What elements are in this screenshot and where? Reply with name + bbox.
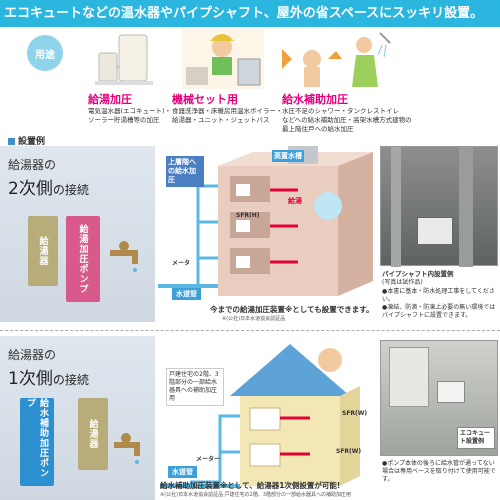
panel2-caption: 給水補助加圧装置※として、給湯器1次側設置が可能! [160, 481, 341, 490]
use-title-1: 給湯加圧 [88, 93, 132, 106]
panel1-line2: 2次側の接続 [8, 174, 89, 199]
panel1-hot-tag: 給湯 [288, 197, 302, 205]
panel1-caption: 今までの給湯加圧装置※としても設置できます。 [210, 305, 374, 314]
panel1-roof-tag: 上層階への給水加圧 [166, 156, 204, 187]
photo1-note1: ●本書に基本・防水処理工事をしてください。 [382, 288, 495, 303]
panel2-faucet-icon [114, 433, 140, 464]
panel2-pump-box: 給水補助加圧ポンプ [20, 398, 54, 486]
ecocute-photo: エコキュート設置例 [380, 340, 498, 456]
panel2-unit-b-tag: SFR(W) [336, 448, 362, 455]
apartment-diagram [158, 146, 373, 296]
photo2-label: エコキュート設置例 [457, 427, 495, 449]
usage-section: 用途 給湯加圧 電気温水器(エコキュート)・ ソーラー貯湯槽等の加圧 機械セット… [0, 27, 500, 133]
photo1-note2: ●凍結、防滴・防凍上必要の無い環境ではパイプシャフトに設置できます。 [382, 304, 496, 319]
panel1-line2-main: 2次側 [8, 179, 53, 199]
panel1-water-tag: 水道管 [172, 288, 201, 300]
water-heater-icon [389, 347, 429, 407]
panel2-note-tag: 戸建住宅の2階、3階部分の一部給水器具への補助加圧用 [166, 368, 224, 406]
use-desc-1b: ソーラー貯湯槽等の加圧 [88, 116, 160, 124]
pump-unit-icon [417, 217, 453, 245]
usage-tag: 用途 [27, 35, 63, 71]
panel2-line3: の接続 [52, 373, 89, 387]
panel2-footnote: ※(公社)日本水道協会認証品 戸建住宅の2階、3階部分の一部給水器具への補助加圧… [160, 492, 352, 498]
section-label: 設置例 [8, 134, 45, 147]
panel1-line3: の接続 [52, 183, 89, 197]
pipe-shaft-photo [380, 146, 498, 267]
use-desc-3a: 水圧不足のシャワー・タンクレストイレ [282, 107, 399, 115]
page-header: エコキュートなどの温水器やパイプシャフト、屋外の省スペースにスッキリ設置。 [0, 0, 500, 27]
kitchen-illustration [182, 29, 264, 89]
use-desc-3b: などへの給水補助加圧・高架水槽方式建物の [282, 116, 412, 124]
panel-secondary-connection: 給湯器の 2次側の接続 給湯器 給湯加圧ポンプ [0, 146, 155, 322]
use-title-3: 給水補助加圧 [282, 93, 348, 106]
use-desc-2a: 食器洗浄器・床暖房用温水ボイラー・ [172, 107, 283, 115]
panel2-heater-box: 給湯器 [78, 398, 108, 470]
photo1-sub: (写真は試作品) [382, 279, 423, 286]
pipe-icon [459, 147, 473, 267]
water-heater-illustration [95, 33, 153, 87]
panel1-line1: 給湯器の [8, 158, 57, 172]
square-icon [8, 138, 15, 145]
panel1-footnote: ※(公社)日本水道協会認証品 [222, 316, 286, 322]
panel1-meter-tag: メータ [172, 260, 191, 267]
section-label-text: 設置例 [18, 137, 46, 147]
shower-illustration [282, 29, 392, 89]
use-desc-2b: 給湯器・ユニット・ジェットバス [172, 116, 270, 124]
panel2-water-tag: 水道管 [168, 466, 197, 478]
pipe-icon [391, 147, 401, 267]
panel2-meter-tag: メーター [196, 456, 221, 463]
panel2-line2: 1次側の接続 [8, 364, 89, 389]
panel1-tank-tag: 高置水槽 [272, 150, 304, 162]
panel1-pump-box: 給湯加圧ポンプ [66, 216, 100, 302]
panel2-line2-main: 1次側 [8, 369, 53, 389]
panel1-heater-box: 給湯器 [28, 216, 58, 286]
use-title-2: 機械セット用 [172, 93, 238, 106]
use-desc-1a: 電気温水器(エコキュート)・ [88, 107, 172, 115]
panel2-unit-a-tag: SFR(W) [342, 410, 368, 417]
photo2-note: ●ポンプ本体の後ろに給水管が通ってない場合は専用ベースを取り付けて使用可能です。 [382, 460, 496, 483]
panel-primary-connection: 給湯器の 1次側の接続 給水補助加圧ポンプ 給湯器 [0, 336, 155, 500]
photo1-caption: パイプシャフト内設置例 [382, 270, 454, 278]
panel1-unit-tag: SFR(H) [236, 212, 260, 219]
house-diagram [160, 344, 360, 488]
section-divider [0, 330, 500, 331]
panel1-faucet-icon [110, 241, 138, 272]
use-desc-3c: 最上階住戸への給水加圧 [282, 125, 354, 133]
panel2-line1: 給湯器の [8, 348, 57, 362]
pump-unit-icon [437, 381, 465, 403]
